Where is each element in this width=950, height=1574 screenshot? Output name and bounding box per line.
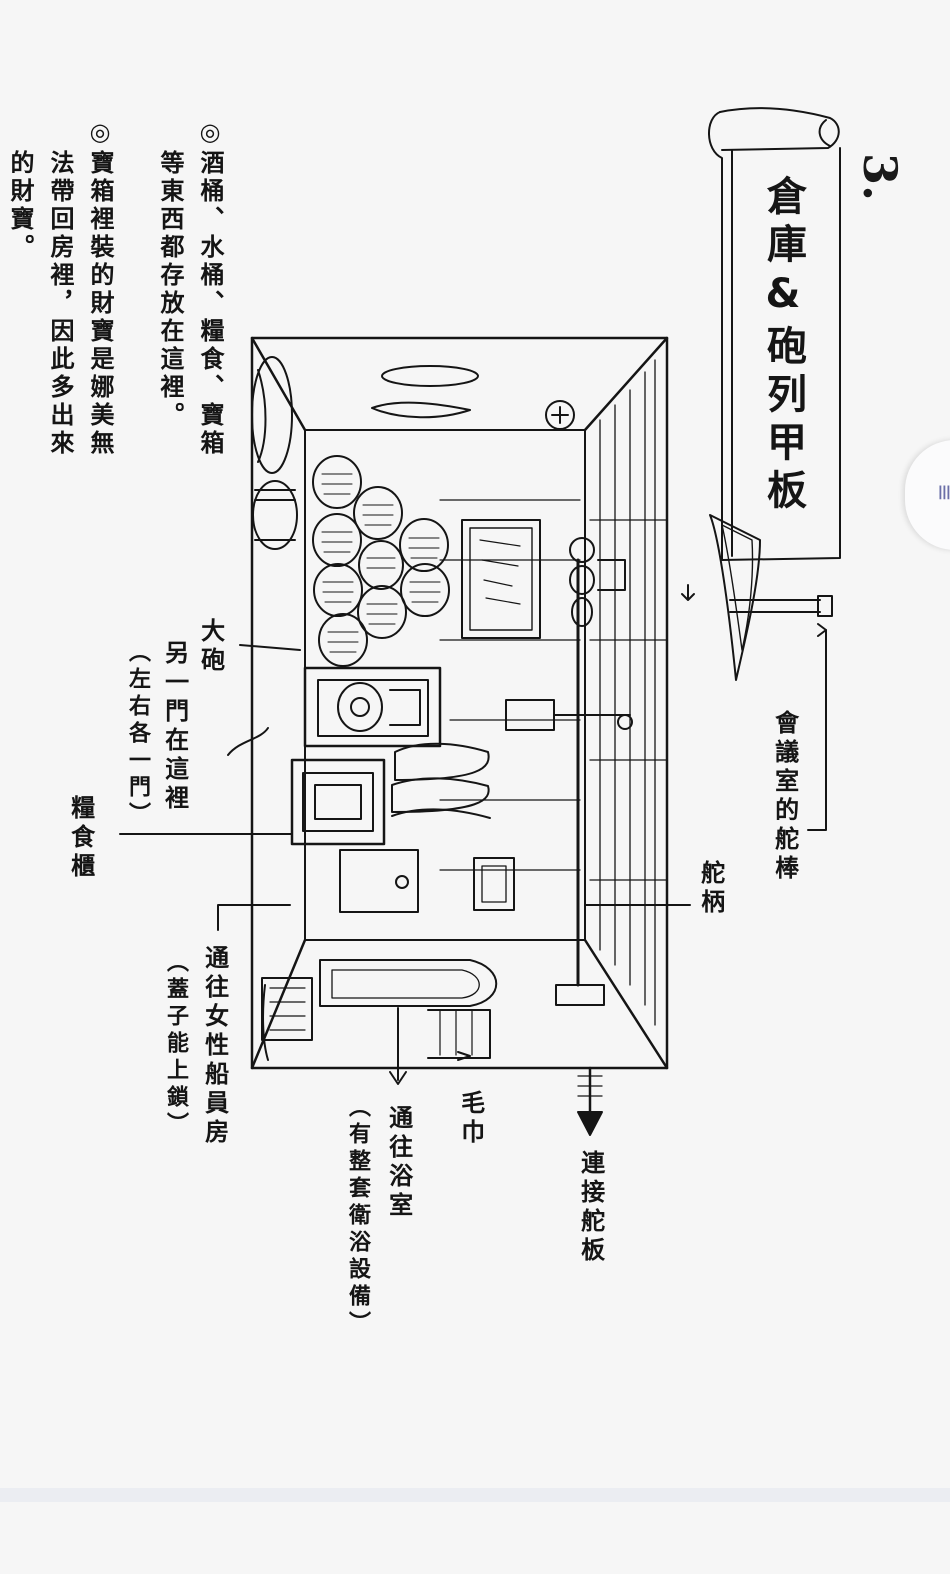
label-door-main: 另一門在這裡 xyxy=(160,640,189,814)
tiller xyxy=(555,537,626,1006)
room-box xyxy=(250,336,669,1070)
plate-stack xyxy=(391,742,491,819)
barrel-stack xyxy=(312,455,450,667)
floor-planks xyxy=(439,499,581,871)
cannon xyxy=(239,644,442,748)
label-connect-rudder: 連接舵板 xyxy=(576,1150,605,1266)
label-towel: 毛巾 xyxy=(456,1090,485,1148)
label-women-sub: （蓋子能上鎖） xyxy=(163,950,188,1139)
label-door-sub: （左右各一門） xyxy=(125,640,150,829)
label-bath-sub: （有整套衛浴設備） xyxy=(345,1095,370,1338)
label-bath-main: 通往浴室 xyxy=(384,1105,413,1221)
note-2-col-3: 的財寶。 xyxy=(6,150,34,262)
label-tiller: 舵柄 xyxy=(696,860,725,918)
bottom-band xyxy=(0,1488,950,1502)
women-hatch xyxy=(217,904,313,1061)
label-food-cabinet: 糧食櫃 xyxy=(66,795,95,882)
lantern xyxy=(505,699,633,731)
note-1-col-2: 等東西都存放在這裡。 xyxy=(156,150,184,430)
note-2-col-2: 法帶回房裡，因此多出來 xyxy=(46,150,74,458)
connect-rudder-arrow xyxy=(577,1066,603,1136)
label-council-rudder: 會議室的舵棒 xyxy=(770,710,799,884)
council-rudder xyxy=(681,514,833,831)
bath-hatch xyxy=(319,959,498,1085)
barrel-hatching xyxy=(321,473,441,653)
left-wall-barrels xyxy=(251,356,298,550)
side-door xyxy=(227,727,515,913)
page-title: 倉庫&砲列甲板 xyxy=(760,175,806,517)
right-wall-planks xyxy=(589,359,668,1026)
ceiling-details xyxy=(371,365,575,430)
title-scroll xyxy=(708,107,841,561)
note-1-col-1: ◎酒桶、水桶、糧食、寶箱 xyxy=(196,118,224,458)
note-2-col-1: ◎寶箱裡裝的財寶是娜美無 xyxy=(86,118,114,458)
towel xyxy=(427,1009,491,1061)
food-cabinet xyxy=(119,758,386,846)
label-cannon: 大砲 xyxy=(196,618,225,676)
handle-arrow-icon: ≡ xyxy=(932,483,950,501)
wall-frame xyxy=(461,519,541,639)
label-women-main: 通往女性船員房 xyxy=(200,945,229,1148)
